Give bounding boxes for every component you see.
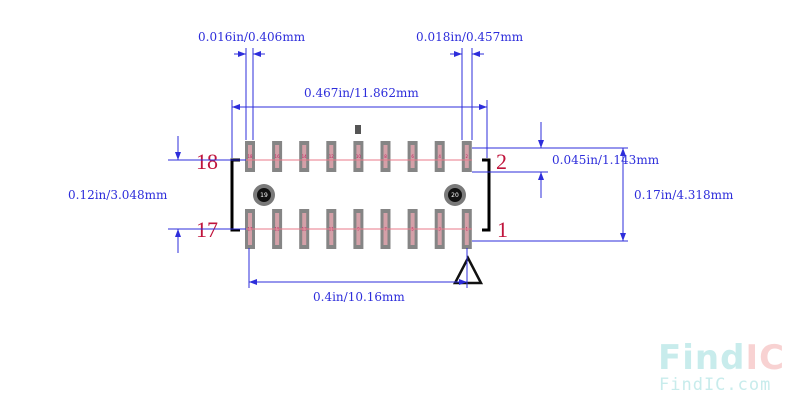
dim-pin-span [248, 248, 468, 288]
pin1-indicator-triangle [452, 255, 484, 285]
dim-overall-height-label: 0.17in/4.318mm [634, 188, 734, 202]
pin-label-1: 1 [497, 217, 508, 242]
pad-2: 2 [461, 141, 472, 172]
hole-label: 19 [260, 192, 268, 199]
dim-pad-length [472, 122, 628, 198]
top-pad-row: 18 16 14 12 10 8 6 4 2 [245, 141, 472, 172]
pad-6: 6 [407, 141, 418, 172]
pad-10: 10 [353, 141, 364, 172]
body-outline-right [482, 158, 491, 232]
pad-number-label: 12 [329, 154, 335, 159]
dim-overall-height [472, 148, 628, 242]
watermark-logo-find: Find [658, 338, 745, 378]
pad-number-label: 14 [302, 154, 308, 159]
body-outline-left [230, 158, 240, 232]
pad-number-label: 2 [466, 154, 469, 159]
dim-pin-span-label: 0.4in/10.16mm [313, 290, 405, 304]
watermark-logo-ic: IC [745, 338, 785, 378]
hole-label: 20 [451, 192, 459, 199]
pad-number-label: 16 [275, 154, 281, 159]
pad-number-label: 18 [247, 154, 253, 159]
pin-label-18: 18 [196, 149, 218, 174]
pad-number-label: 10 [356, 154, 362, 159]
key-mark [355, 125, 361, 134]
dim-right-pad-width [450, 48, 484, 140]
pin-label-2: 2 [496, 149, 507, 174]
pad-16: 16 [272, 141, 283, 172]
dim-pad-length-label: 0.045in/1.143mm [552, 153, 660, 167]
dim-pad-width [234, 48, 265, 140]
pad-number-label: 4 [438, 154, 441, 159]
watermark-url: FindIC.com [659, 375, 771, 395]
pad-8: 8 [380, 141, 391, 172]
pad-18: 18 [245, 141, 255, 172]
dim-right-pad-width-label: 0.018in/0.457mm [416, 30, 524, 44]
pad-number-label: 8 [384, 154, 387, 159]
dim-row-spacing-label: 0.12in/3.048mm [68, 188, 168, 202]
pad-number-label: 6 [411, 154, 414, 159]
pad-4: 4 [434, 141, 445, 172]
mounting-hole-20: 20 [444, 184, 466, 206]
dim-overall-width-label: 0.467in/11.862mm [304, 86, 419, 100]
findic-watermark: FindIC FindIC.com [658, 338, 785, 395]
dim-pad-width-label: 0.016in/0.406mm [198, 30, 306, 44]
dim-row-spacing [168, 136, 246, 253]
pad-14: 14 [299, 141, 310, 172]
pad-12: 12 [326, 141, 337, 172]
mounting-hole-19: 19 [253, 184, 275, 206]
watermark-logo: FindIC [658, 338, 785, 378]
